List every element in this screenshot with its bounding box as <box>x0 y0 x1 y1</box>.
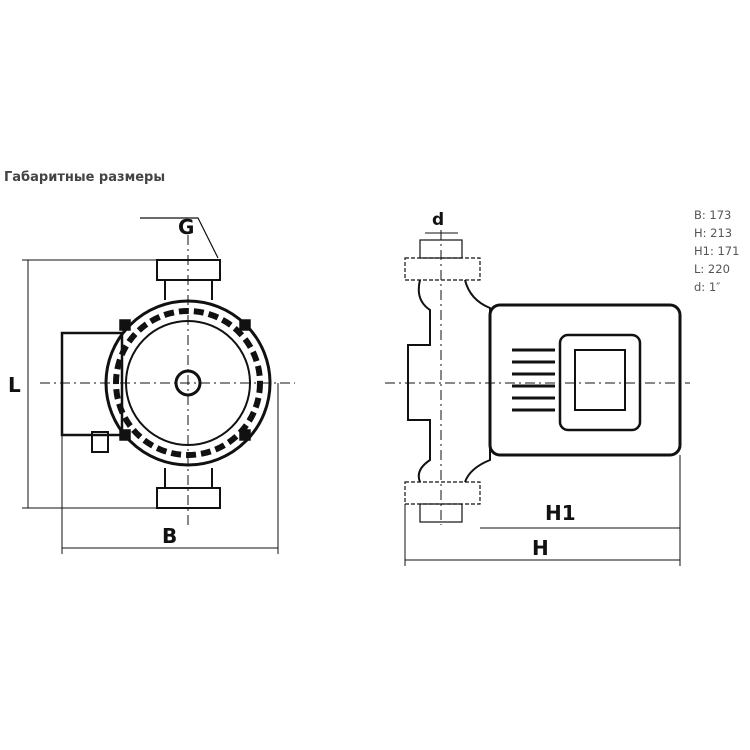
dimension-list: B: 173 H: 213 H1: 171 L: 220 d: 1″ <box>694 206 739 296</box>
label-l: L <box>8 373 21 397</box>
side-view: d H1 H <box>385 210 690 566</box>
dimension-h1: H1: 171 <box>694 244 740 258</box>
dimension-h: H: 213 <box>694 226 733 240</box>
dimension-d: d: 1″ <box>694 280 721 294</box>
label-h: H <box>532 536 549 560</box>
label-g: G <box>178 215 194 239</box>
section-title: Габаритные размеры <box>4 170 166 185</box>
label-h1: H1 <box>545 501 576 525</box>
label-d: d <box>432 210 444 230</box>
dimension-l: L: 220 <box>694 262 730 276</box>
front-view: G L B <box>8 215 295 554</box>
dimension-b: B: 173 <box>694 208 732 222</box>
label-b: B <box>162 524 177 548</box>
